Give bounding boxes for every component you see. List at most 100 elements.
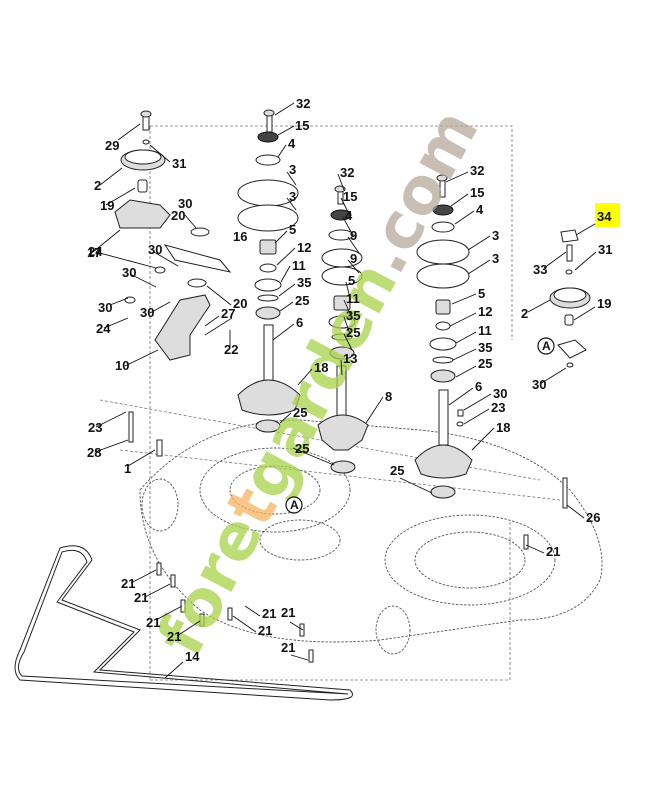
callout-label-21: 21 — [281, 605, 295, 620]
leader-line — [343, 333, 353, 351]
callout-label-14: 14 — [185, 649, 200, 664]
leader-line — [455, 331, 477, 344]
leader-line — [204, 315, 220, 327]
watermark-part: garden — [227, 251, 412, 511]
leader-line — [292, 447, 335, 466]
callout-label-30: 30 — [493, 386, 507, 401]
leader-line — [276, 247, 296, 266]
leader-line — [574, 251, 597, 271]
leader-line — [279, 301, 294, 312]
callout-label-21: 21 — [146, 615, 160, 630]
callout-label-6: 6 — [475, 379, 482, 394]
callout-label-5: 5 — [348, 273, 355, 288]
leader-line — [279, 412, 292, 424]
callout-label-3: 3 — [289, 189, 296, 204]
leader-line — [232, 615, 257, 633]
callout-label-18: 18 — [314, 360, 328, 375]
callout-label-30: 30 — [122, 265, 136, 280]
callout-label-10: 10 — [115, 358, 129, 373]
leader-line — [144, 583, 171, 598]
leader-line — [471, 427, 495, 451]
leader-line — [347, 259, 360, 274]
callout-label-21: 21 — [134, 590, 148, 605]
hardware — [128, 409, 568, 663]
leader-line — [206, 285, 232, 306]
leader-line — [153, 251, 179, 267]
callout-label-12: 12 — [297, 240, 311, 255]
callout-label-3: 3 — [492, 251, 499, 266]
leader-line — [527, 299, 551, 313]
callout-label-30: 30 — [140, 305, 154, 320]
leader-line — [130, 569, 157, 584]
leader-line — [129, 273, 157, 288]
leader-line — [244, 605, 261, 617]
leader-line — [149, 301, 171, 314]
callout-label-28: 28 — [87, 445, 101, 460]
callout-label-29: 29 — [105, 138, 119, 153]
leader-line — [280, 265, 291, 283]
callout-label-32: 32 — [296, 96, 310, 111]
leader-line — [467, 235, 491, 251]
callout-label-18: 18 — [496, 420, 510, 435]
callout-label-24: 24 — [96, 321, 111, 336]
callout-label-24: 24 — [88, 244, 103, 259]
reference-marker-label: A — [542, 339, 551, 353]
callout-label-31: 31 — [172, 156, 186, 171]
callout-label-25: 25 — [390, 463, 404, 478]
leader-line — [463, 408, 490, 425]
leader-line — [92, 229, 121, 253]
callout-label-35: 35 — [297, 275, 311, 290]
leader-line — [345, 281, 351, 299]
callout-label-30: 30 — [532, 377, 546, 392]
callout-label-5: 5 — [289, 222, 296, 237]
spindle-assembly-center — [317, 185, 369, 474]
callout-label-19: 19 — [100, 198, 114, 213]
leader-line — [95, 251, 157, 269]
leader-line — [455, 365, 477, 378]
leader-line — [340, 359, 343, 376]
watermark: foretgarden.com — [144, 98, 494, 667]
reference-marker-a: A A — [285, 337, 555, 514]
callout-label-25: 25 — [295, 441, 309, 456]
leader-line — [575, 223, 596, 236]
callout-label-25: 25 — [478, 356, 492, 371]
callout-label-2: 2 — [94, 178, 101, 193]
callout-label-35: 35 — [478, 340, 492, 355]
callout-label-4: 4 — [288, 136, 296, 151]
leader-line — [289, 621, 304, 631]
leader-line — [155, 605, 183, 621]
callout-label-25: 25 — [293, 405, 307, 420]
callout-label-3: 3 — [492, 228, 499, 243]
callout-label-33: 33 — [533, 262, 547, 277]
leader-line — [117, 123, 141, 141]
callout-label-26: 26 — [586, 510, 600, 525]
spindle-assembly-right — [414, 174, 473, 499]
callout-label-19: 19 — [597, 296, 611, 311]
leader-line — [277, 144, 287, 158]
callout-label-13: 13 — [343, 351, 357, 366]
leader-line — [290, 654, 309, 661]
leader-line — [127, 449, 156, 467]
callout-label-25: 25 — [346, 325, 360, 340]
callout-label-23: 23 — [88, 420, 102, 435]
leader-line — [463, 393, 492, 411]
leader-line — [164, 661, 184, 679]
callout-label-21: 21 — [258, 623, 272, 638]
callout-label-30: 30 — [178, 196, 192, 211]
leader-line — [448, 387, 474, 406]
leader-line — [274, 102, 295, 116]
callout-label-21: 21 — [281, 640, 295, 655]
leader-line — [109, 297, 129, 306]
callout-label-5: 5 — [478, 286, 485, 301]
callout-label-21: 21 — [546, 544, 560, 559]
leader-line — [452, 348, 477, 361]
callout-label-11: 11 — [346, 291, 360, 306]
callout-label-31: 31 — [598, 242, 612, 257]
callout-label-20: 20 — [233, 296, 247, 311]
leader-line — [297, 368, 313, 386]
leader-line — [105, 187, 136, 206]
callout-label-22: 22 — [224, 342, 238, 357]
callout-label-15: 15 — [295, 118, 309, 133]
callout-label-17: 17 — [87, 245, 101, 260]
callout-label-25: 25 — [295, 293, 309, 308]
